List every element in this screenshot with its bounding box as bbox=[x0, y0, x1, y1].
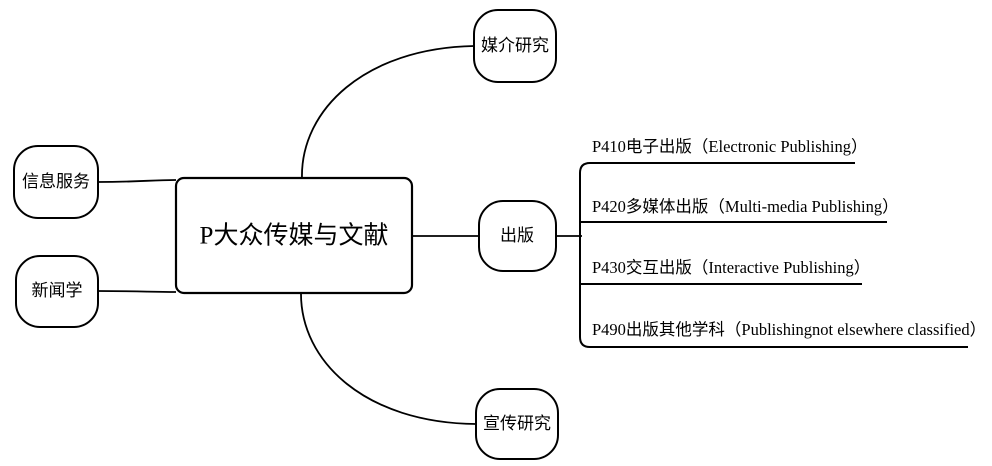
publishing-bracket-group bbox=[579, 162, 968, 348]
leaf-item-P410[interactable]: P410电子出版（Electronic Publishing） bbox=[592, 137, 867, 156]
branch-node-publishing[interactable]: 出版 bbox=[478, 200, 557, 272]
connector-center-to-media-studies bbox=[301, 45, 475, 180]
leaf-item-P420[interactable]: P420多媒体出版（Multi-media Publishing） bbox=[592, 197, 899, 216]
branch-node-publishing-label: 出版 bbox=[500, 226, 534, 245]
branch-node-media-studies-label: 媒介研究 bbox=[481, 36, 549, 55]
center-node[interactable]: P大众传媒与文献 bbox=[174, 176, 414, 295]
leaf-item-P490[interactable]: P490出版其他学科（Publishingnot elsewhere class… bbox=[592, 320, 986, 339]
branch-node-information-service-shape bbox=[13, 145, 99, 219]
branch-node-media-studies[interactable]: 媒介研究 bbox=[473, 9, 557, 83]
branch-node-propaganda-studies[interactable]: 宣传研究 bbox=[475, 388, 559, 460]
center-node-label: P大众传媒与文献 bbox=[200, 222, 389, 250]
branch-node-information-service-label: 信息服务 bbox=[22, 172, 90, 191]
connector-information-service-to-center bbox=[96, 179, 177, 183]
connector-center-to-propaganda-studies bbox=[300, 291, 477, 425]
branch-node-propaganda-studies-label: 宣传研究 bbox=[483, 414, 551, 433]
connector-journalism-to-center bbox=[96, 290, 177, 293]
branch-node-journalism-shape bbox=[15, 255, 99, 328]
publishing-bracket bbox=[579, 162, 968, 348]
branch-node-media-studies-shape bbox=[473, 9, 557, 83]
branch-node-journalism[interactable]: 新闻学 bbox=[15, 255, 99, 328]
leaf-item-P430[interactable]: P430交互出版（Interactive Publishing） bbox=[592, 258, 870, 277]
connector-group bbox=[96, 45, 582, 425]
leaf-label-group: P410电子出版（Electronic Publishing） P420多媒体出… bbox=[592, 137, 986, 339]
branch-node-propaganda-studies-shape bbox=[475, 388, 559, 460]
branch-node-information-service[interactable]: 信息服务 bbox=[13, 145, 99, 219]
branch-node-publishing-shape bbox=[478, 200, 557, 272]
center-node-shape bbox=[174, 176, 414, 295]
branch-node-journalism-label: 新闻学 bbox=[32, 281, 83, 300]
